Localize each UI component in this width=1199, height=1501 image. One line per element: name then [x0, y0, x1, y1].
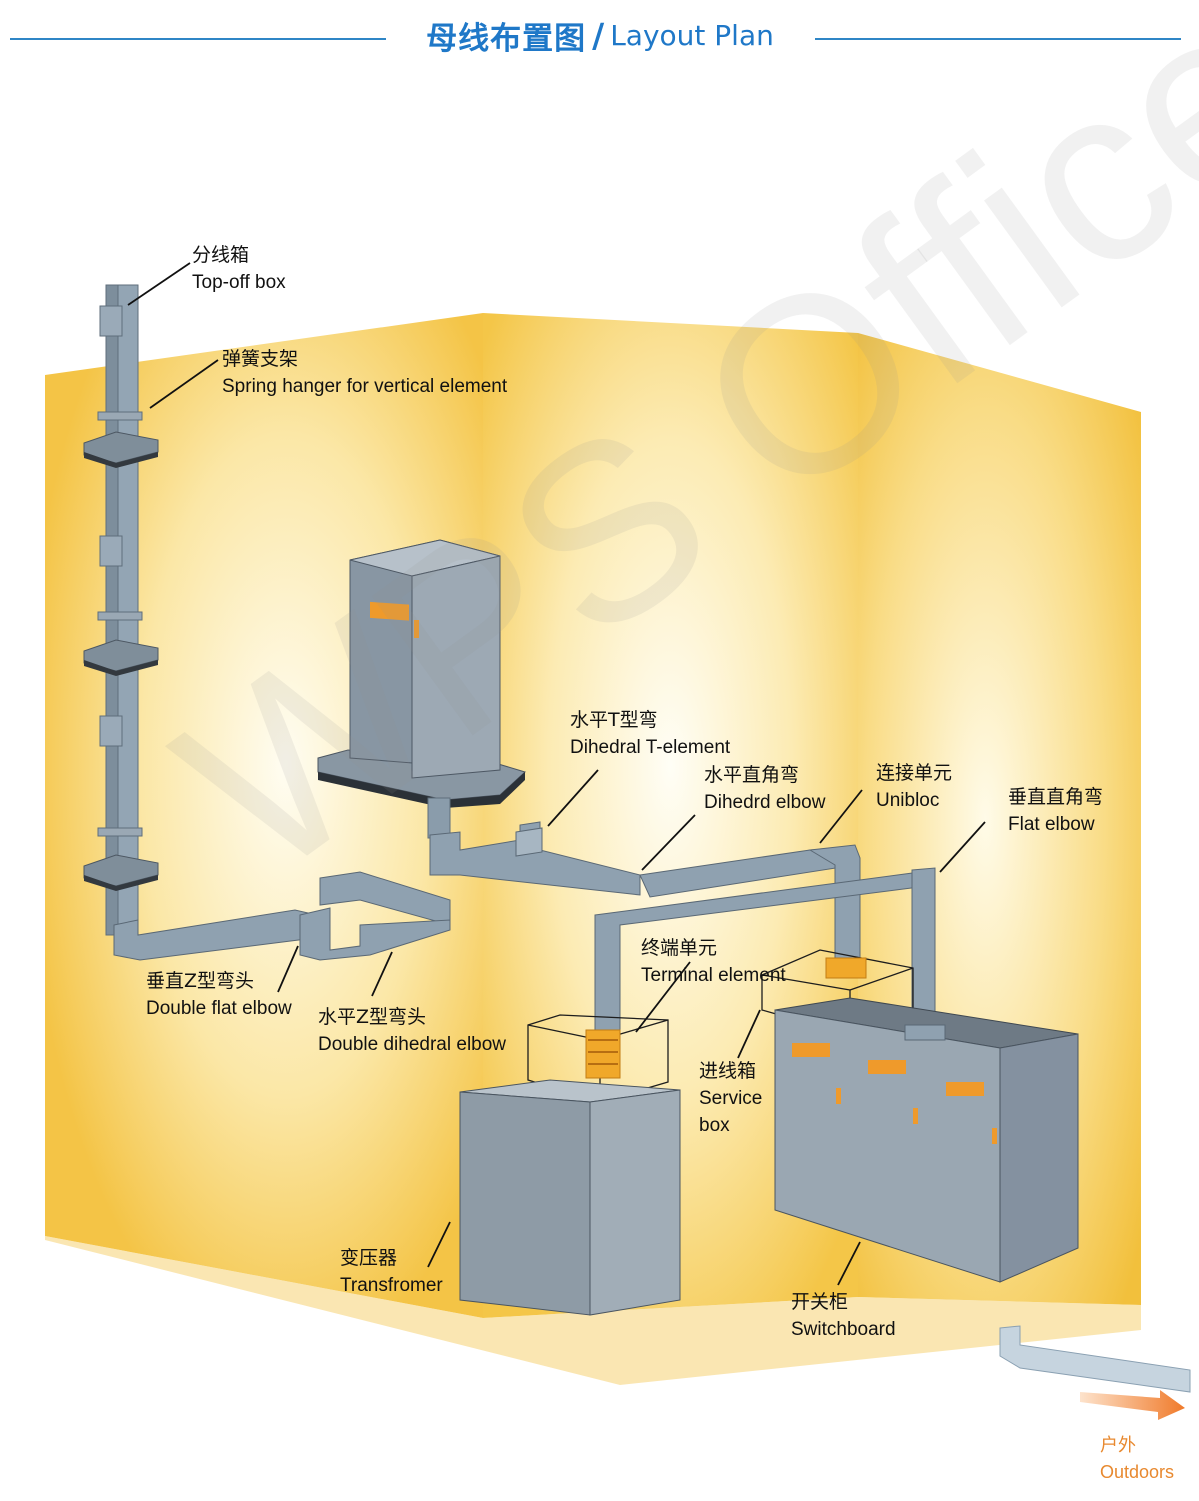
label-en: Double dihedral elbow: [318, 1034, 507, 1055]
label-cn: 垂直Z型弯头: [146, 970, 255, 992]
label-cn: 变压器: [340, 1247, 398, 1269]
label-cn: 连接单元: [876, 762, 953, 784]
label-en: Top-off box: [192, 272, 286, 293]
label-en: Double flat elbow: [146, 998, 292, 1019]
label-terminal-element: 终端单元 Terminal element: [641, 935, 786, 989]
copper-flex-connectors: [585, 957, 867, 1079]
page-title-separator: /: [592, 15, 605, 55]
page-title: 母线布置图 / Layout Plan: [400, 10, 800, 60]
label-cn: 水平Z型弯头: [318, 1006, 427, 1028]
outdoor-busway: [999, 1325, 1191, 1420]
label-cn: 开关柜: [791, 1291, 849, 1313]
label-en: Transfromer: [340, 1275, 443, 1296]
label-en: Flat elbow: [1008, 814, 1095, 835]
label-cn: 分线箱: [192, 244, 250, 266]
switchboard-box: [774, 997, 1079, 1283]
header-divider-left: [10, 38, 386, 40]
horizontal-busway: [113, 821, 936, 1031]
label-unibloc: 连接单元 Unibloc: [876, 760, 952, 814]
wall-center: [483, 313, 858, 1318]
label-en: Terminal element: [641, 965, 786, 986]
label-transformer: 变压器 Transfromer: [340, 1245, 443, 1299]
floor-edge: [45, 1236, 1141, 1385]
label-switchboard: 开关柜 Switchboard: [791, 1289, 896, 1343]
label-spring-hanger: 弹簧支架 Spring hanger for vertical element: [222, 346, 507, 400]
label-en: Spring hanger for vertical element: [222, 376, 508, 397]
label-cn: 水平直角弯: [704, 764, 800, 786]
label-service-box: 进线箱 Service box: [699, 1058, 762, 1139]
label-double-dihedral-elbow: 水平Z型弯头 Double dihedral elbow: [318, 1004, 506, 1058]
page-title-en: Layout Plan: [610, 18, 774, 52]
label-flat-elbow: 垂直直角弯 Flat elbow: [1008, 784, 1103, 838]
page-title-cn: 母线布置图: [426, 20, 587, 57]
label-dihedral-t-element: 水平T型弯 Dihedral T-element: [570, 707, 730, 761]
label-en: Dihedrd elbow: [704, 792, 826, 813]
upper-transformer-unit: [317, 539, 526, 839]
riser-support-plates: [83, 431, 159, 891]
label-double-flat-elbow: 垂直Z型弯头 Double flat elbow: [146, 968, 292, 1022]
label-en: Service: [699, 1088, 763, 1109]
label-en: Outdoors: [1100, 1462, 1175, 1482]
label-cn: 户外: [1100, 1435, 1136, 1455]
label-cn: 水平T型弯: [570, 709, 658, 731]
label-top-off-box: 分线箱 Top-off box: [192, 242, 286, 296]
callout-leaders: [127, 262, 986, 1286]
label-cn: 终端单元: [641, 937, 718, 959]
vertical-riser: [97, 284, 143, 936]
outdoor-arrow-icon: [1080, 1390, 1185, 1420]
label-en: Unibloc: [876, 790, 940, 811]
label-outdoors: 户外 Outdoors: [1100, 1432, 1174, 1486]
label-cn: 弹簧支架: [222, 348, 299, 370]
label-en: Switchboard: [791, 1319, 896, 1340]
header-divider-right: [815, 38, 1181, 40]
transformer-box: [459, 1079, 681, 1316]
label-cn: 进线箱: [699, 1060, 757, 1082]
label-cn: 垂直直角弯: [1008, 786, 1104, 808]
label-en: Dihedral T-element: [570, 737, 731, 758]
label-en: box: [699, 1115, 730, 1136]
label-dihedral-elbow: 水平直角弯 Dihedrd elbow: [704, 762, 825, 816]
